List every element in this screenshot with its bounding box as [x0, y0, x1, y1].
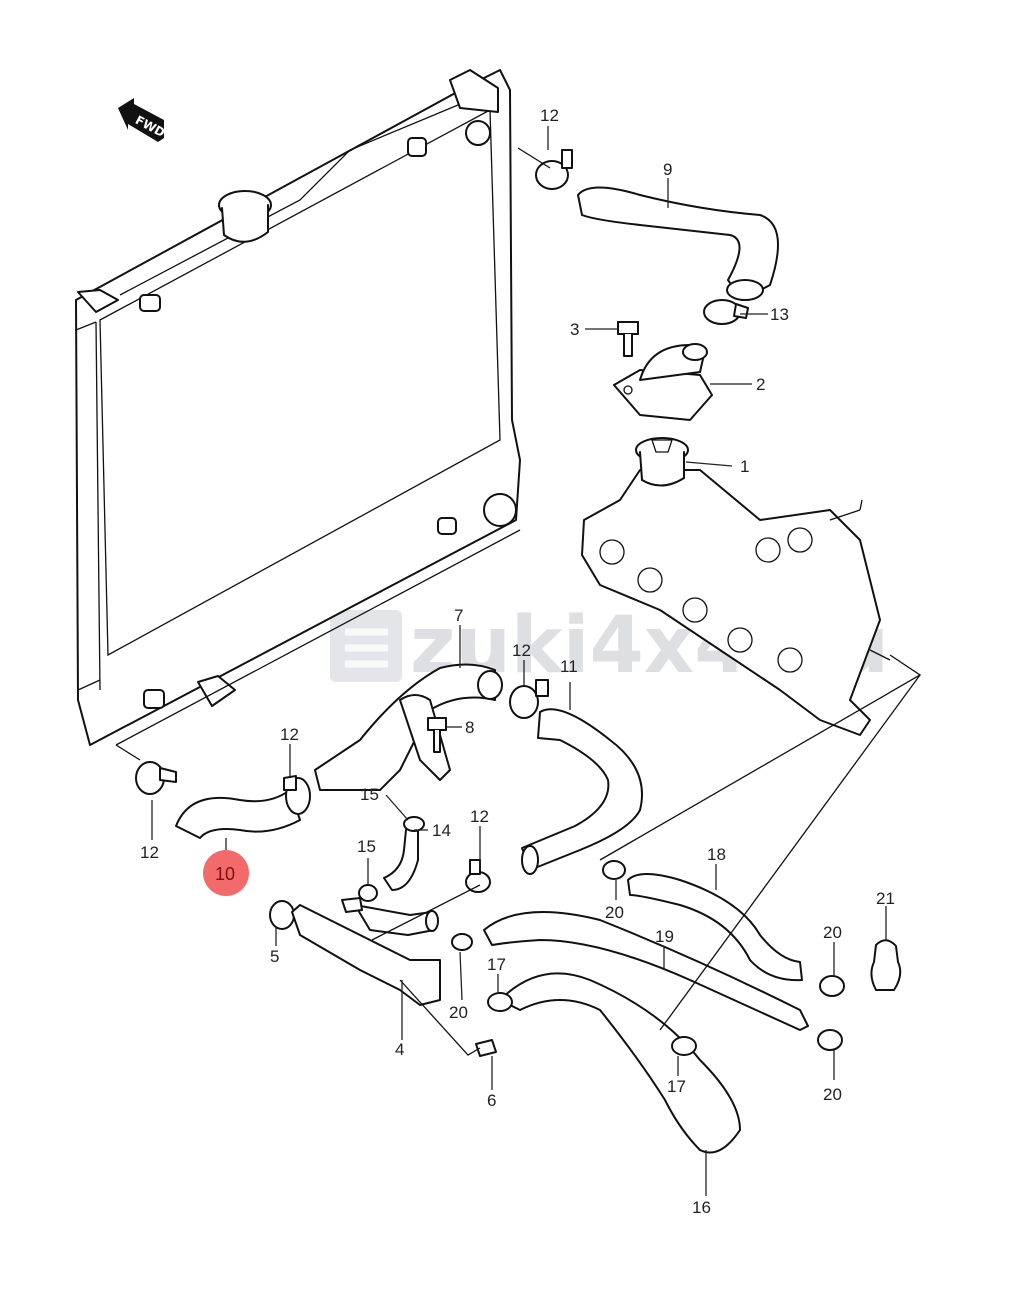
clamp-part-17-upper [487, 992, 513, 1012]
callout-8[interactable]: 8 [465, 718, 474, 737]
clamp-part-17-lower [671, 1036, 697, 1056]
thermostat-cover-part-2 [613, 343, 713, 421]
callout-17-upper[interactable]: 17 [487, 955, 506, 974]
callout-17-lower[interactable]: 17 [667, 1077, 686, 1096]
clamp-part-13 [703, 299, 749, 325]
highlight-part-10[interactable] [203, 850, 249, 896]
upper-hose-part-9 [577, 186, 779, 301]
o-ring-part-5 [269, 900, 295, 930]
callout-3[interactable]: 3 [570, 320, 579, 339]
clamp-part-20-a [602, 860, 626, 880]
callout-12-lower[interactable]: 12 [470, 807, 489, 826]
bolt-part-3 [617, 321, 639, 357]
outline-line [115, 744, 141, 761]
outline-line [399, 979, 481, 1056]
callout-1[interactable]: 1 [740, 457, 749, 476]
callout-18[interactable]: 18 [707, 845, 726, 864]
callout-7[interactable]: 7 [454, 606, 463, 625]
outline-line [517, 147, 551, 169]
thermostat-part-1 [635, 437, 689, 487]
callout-15-upper[interactable]: 15 [360, 785, 379, 804]
clamp-part-12-lower [465, 859, 491, 893]
callout-20-c[interactable]: 20 [823, 923, 842, 942]
clamp-part-20-c [819, 975, 845, 997]
callout-6[interactable]: 6 [487, 1091, 496, 1110]
hose-part-19 [483, 911, 809, 1031]
callout-2[interactable]: 2 [756, 375, 765, 394]
water-inlet-pipe-part-4 [291, 897, 441, 1006]
bolt-part-8 [427, 717, 447, 753]
callout-9[interactable]: 9 [663, 160, 672, 179]
callout-16[interactable]: 16 [692, 1198, 711, 1217]
callout-20-b[interactable]: 20 [449, 1003, 468, 1022]
clamp-part-12-left [135, 761, 177, 795]
clamp-part-12-upper-mid [509, 679, 549, 719]
fwd-arrow-icon: FWD [118, 98, 167, 142]
callout-19[interactable]: 19 [655, 927, 674, 946]
clamp-part-12-mid [283, 775, 311, 815]
callout-21[interactable]: 21 [876, 889, 895, 908]
clamp-part-15-upper [403, 816, 425, 832]
callout-12-top[interactable]: 12 [540, 106, 559, 125]
callout-11[interactable]: 11 [560, 657, 578, 676]
clamp-part-15-lower [358, 884, 378, 902]
clamp-part-12-top [535, 149, 573, 190]
leader-lines [151, 126, 887, 1196]
callout-5[interactable]: 5 [270, 947, 279, 966]
callout-12-mid[interactable]: 12 [280, 725, 299, 744]
hose-part-14 [383, 824, 419, 891]
outline-line [659, 674, 921, 1031]
hose-part-11 [521, 708, 643, 875]
clamp-part-20-b [451, 933, 473, 951]
callout-10[interactable]: 10 [215, 864, 235, 884]
bolt-part-6 [475, 1039, 497, 1057]
callout-4[interactable]: 4 [395, 1040, 404, 1059]
callout-15-lower[interactable]: 15 [357, 837, 376, 856]
callout-12-left[interactable]: 12 [140, 843, 159, 862]
hose-part-16 [499, 972, 741, 1154]
outline-line [115, 529, 521, 746]
lower-hose-part-10 [175, 789, 301, 839]
callout-14[interactable]: 14 [432, 821, 451, 840]
outline-line [371, 884, 481, 941]
clip-part-21 [870, 939, 902, 991]
callout-20-a[interactable]: 20 [605, 903, 624, 922]
hose-part-7 [314, 663, 503, 791]
callout-labels: 1 2 3 4 5 6 7 8 9 10 11 12 12 12 12 12 1… [140, 106, 895, 1217]
callout-20-d[interactable]: 20 [823, 1085, 842, 1104]
callout-13[interactable]: 13 [770, 305, 789, 324]
hose-part-18 [627, 873, 803, 982]
radiator [75, 69, 521, 746]
callout-12-upper-mid[interactable]: 12 [512, 641, 531, 660]
clamp-part-20-d [817, 1029, 843, 1051]
